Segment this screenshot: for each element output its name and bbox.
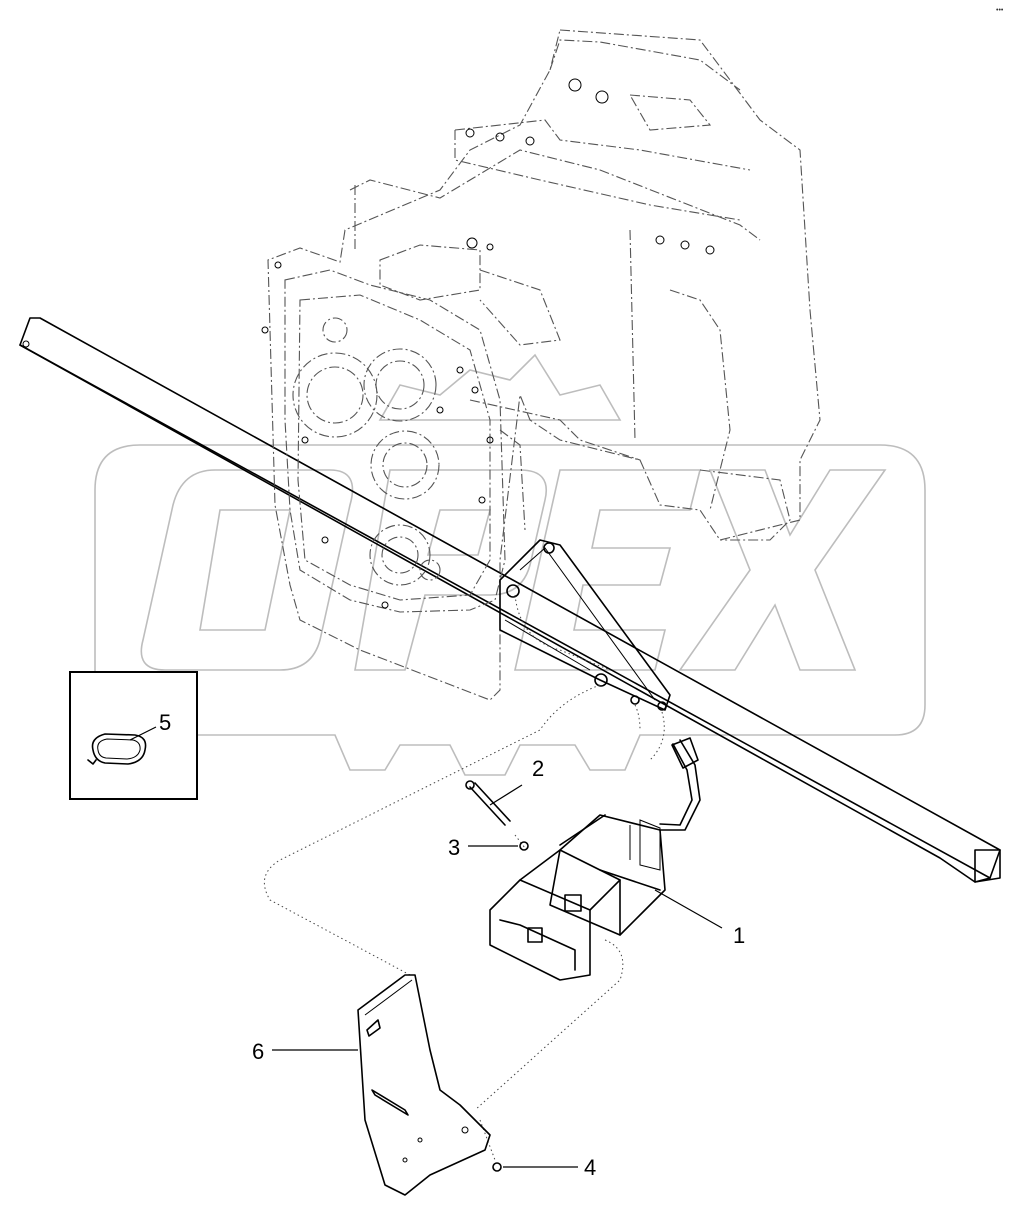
- watermark-letter-p: [354, 469, 547, 671]
- watermark-letter-x: [678, 469, 887, 671]
- shaft-beam: [19, 317, 1001, 883]
- housing-bracket: [499, 539, 671, 711]
- part-6-support-plate: [272, 974, 491, 1196]
- housing-bolt-holes: [261, 78, 715, 609]
- part-2-bolt: [465, 780, 523, 826]
- callout-labels: 1 2 3 4 5 6: [159, 710, 745, 1180]
- transmission-housing: [261, 29, 821, 701]
- part-1-valve-assembly: [489, 737, 723, 981]
- part-4-nut: [492, 1162, 578, 1172]
- callout-5: 5: [159, 710, 171, 735]
- part-3-nut: [468, 841, 529, 851]
- watermark-top-arch: [378, 353, 622, 421]
- corner-mark: •••: [996, 7, 1004, 14]
- assembly-paths: [263, 594, 665, 1161]
- callout-1: 1: [733, 923, 745, 948]
- part-5-inset-detail: [69, 671, 198, 800]
- callout-6: 6: [252, 1039, 264, 1064]
- callout-4: 4: [584, 1155, 596, 1180]
- callout-2: 2: [532, 756, 544, 781]
- callout-3: 3: [448, 835, 460, 860]
- watermark-letter-e: [514, 469, 702, 671]
